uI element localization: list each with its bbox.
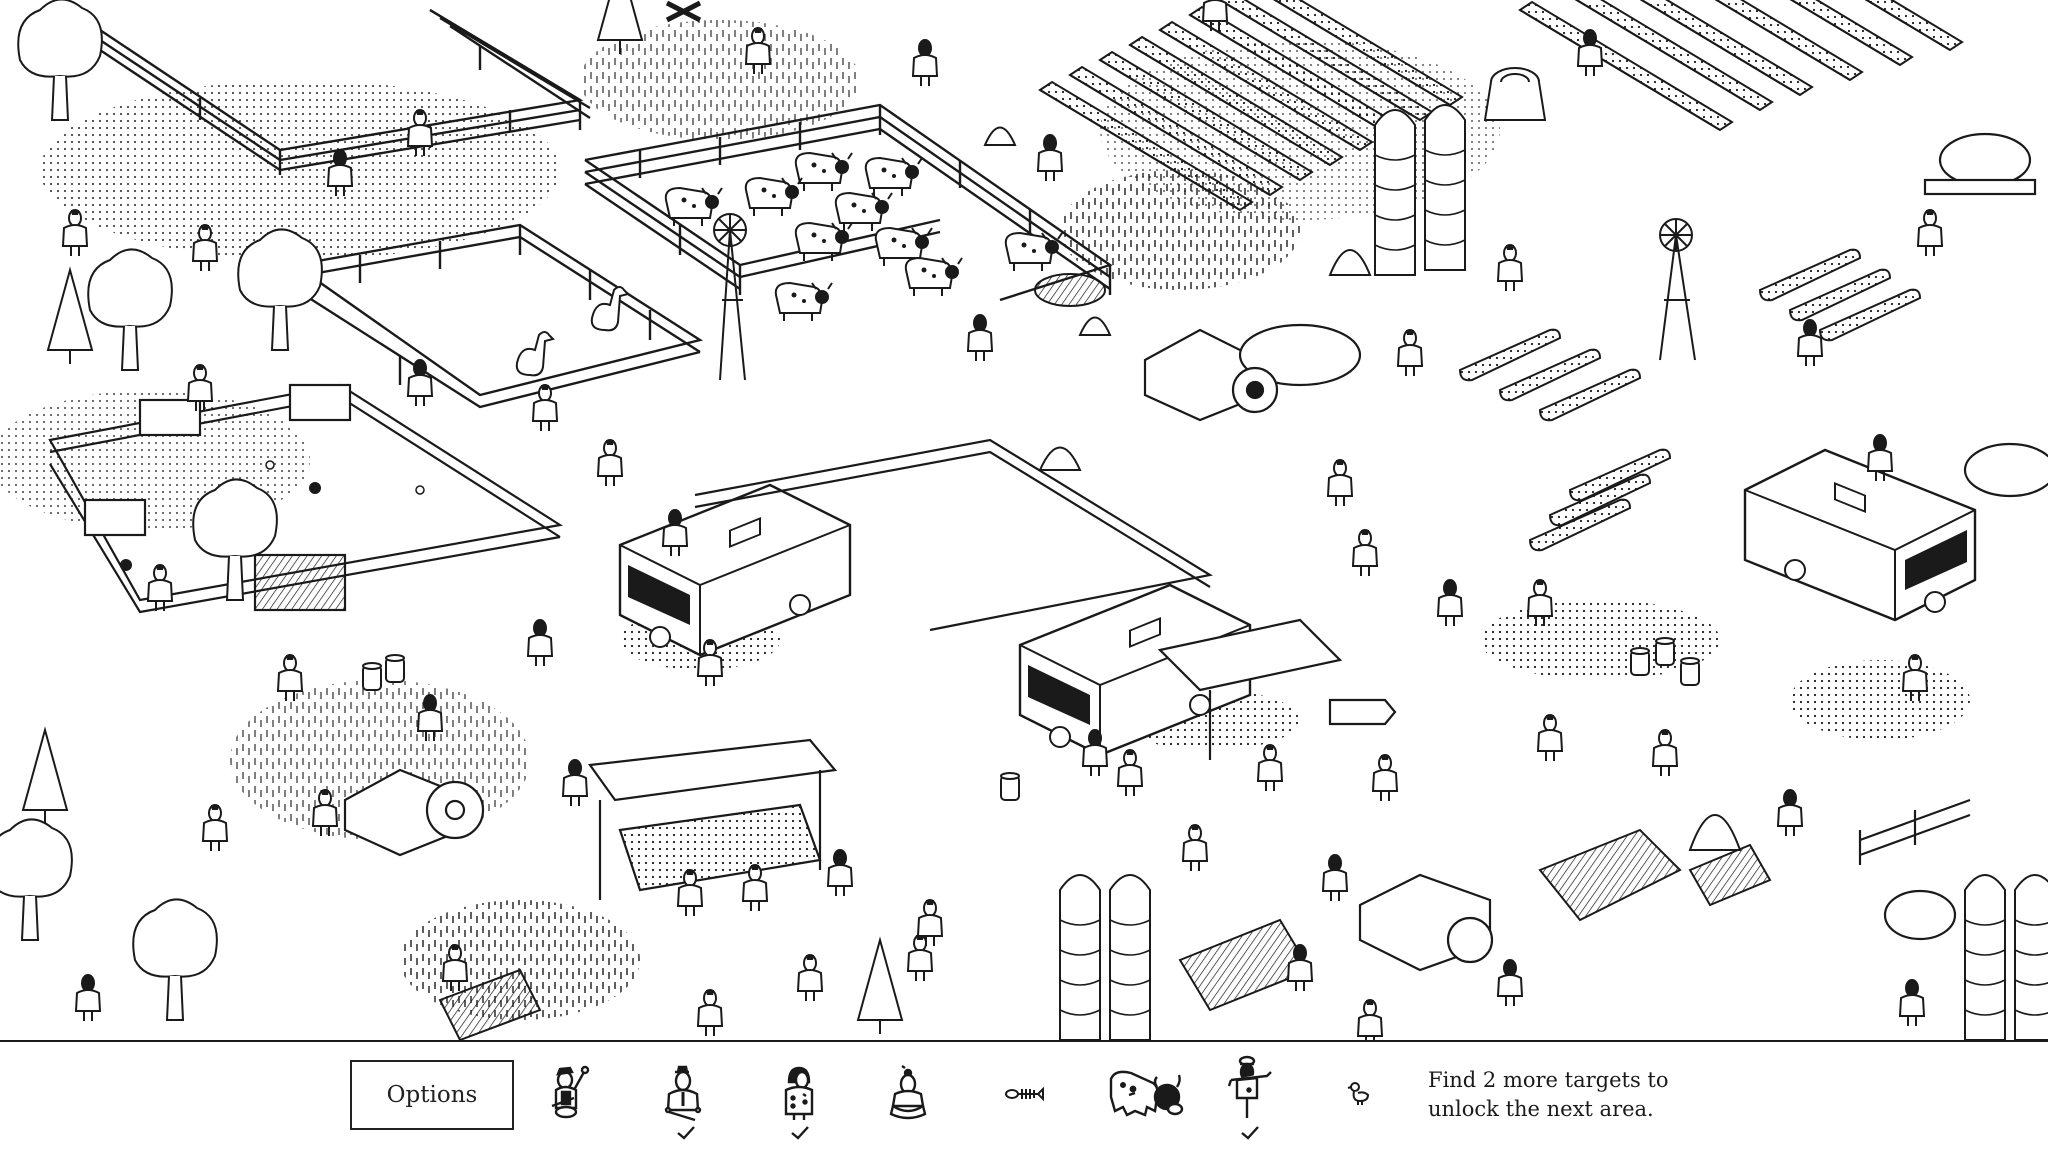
game-scene[interactable]: [0, 0, 2048, 1040]
target-tie-folk[interactable]: [648, 1065, 718, 1122]
target-scarecrow[interactable]: [1215, 1055, 1285, 1122]
water-tankers: [1883, 132, 2048, 941]
tie-folk-icon: [664, 1065, 702, 1122]
hay-mounds: [983, 126, 1742, 851]
ducks: [515, 286, 630, 377]
tractors: [343, 323, 1494, 972]
checkmark-icon: [677, 1126, 695, 1140]
target-skirt-folk[interactable]: [874, 1065, 944, 1122]
waving-folk-icon: [551, 1065, 590, 1119]
log-piles: [438, 273, 1772, 1040]
skirt-folk-icon: [889, 1065, 927, 1120]
fences-middle: [694, 438, 1971, 865]
farm-illustration[interactable]: [0, 0, 2048, 1040]
tree-stump: [1483, 67, 1547, 121]
duck-pen: [291, 223, 703, 409]
target-duckling[interactable]: [1325, 1066, 1395, 1122]
checkmark-icon: [1241, 1126, 1259, 1140]
fish-bone-icon: [1005, 1086, 1044, 1102]
chickens: [120, 460, 425, 571]
duckling-icon: [1347, 1082, 1370, 1105]
windmills: [713, 213, 1696, 381]
target-fish-bone[interactable]: [990, 1066, 1060, 1122]
bull-icon: [1109, 1070, 1184, 1117]
scarecrow-icon: [1227, 1055, 1272, 1118]
coat-folk-icon: [784, 1066, 814, 1120]
hint-line-1: Find 2 more targets to: [1428, 1068, 1669, 1092]
hint-line-2: unlock the next area.: [1428, 1097, 1654, 1121]
checkmark-icon: [791, 1126, 809, 1140]
campers: [618, 448, 1977, 757]
options-button[interactable]: Options: [350, 1060, 514, 1130]
x-marker: [665, 0, 702, 23]
scene-divider: [0, 1040, 2048, 1042]
unlock-hint: Find 2 more targets to unlock the next a…: [1428, 1066, 1728, 1124]
target-waving-folk[interactable]: [535, 1065, 605, 1122]
target-bar: [0, 1042, 2048, 1152]
market-stalls: [588, 618, 1397, 900]
villagers: [62, 0, 1943, 1040]
chicken-yard: [48, 383, 563, 614]
target-bull[interactable]: [1100, 1066, 1190, 1122]
target-coat-folk[interactable]: [764, 1066, 834, 1122]
